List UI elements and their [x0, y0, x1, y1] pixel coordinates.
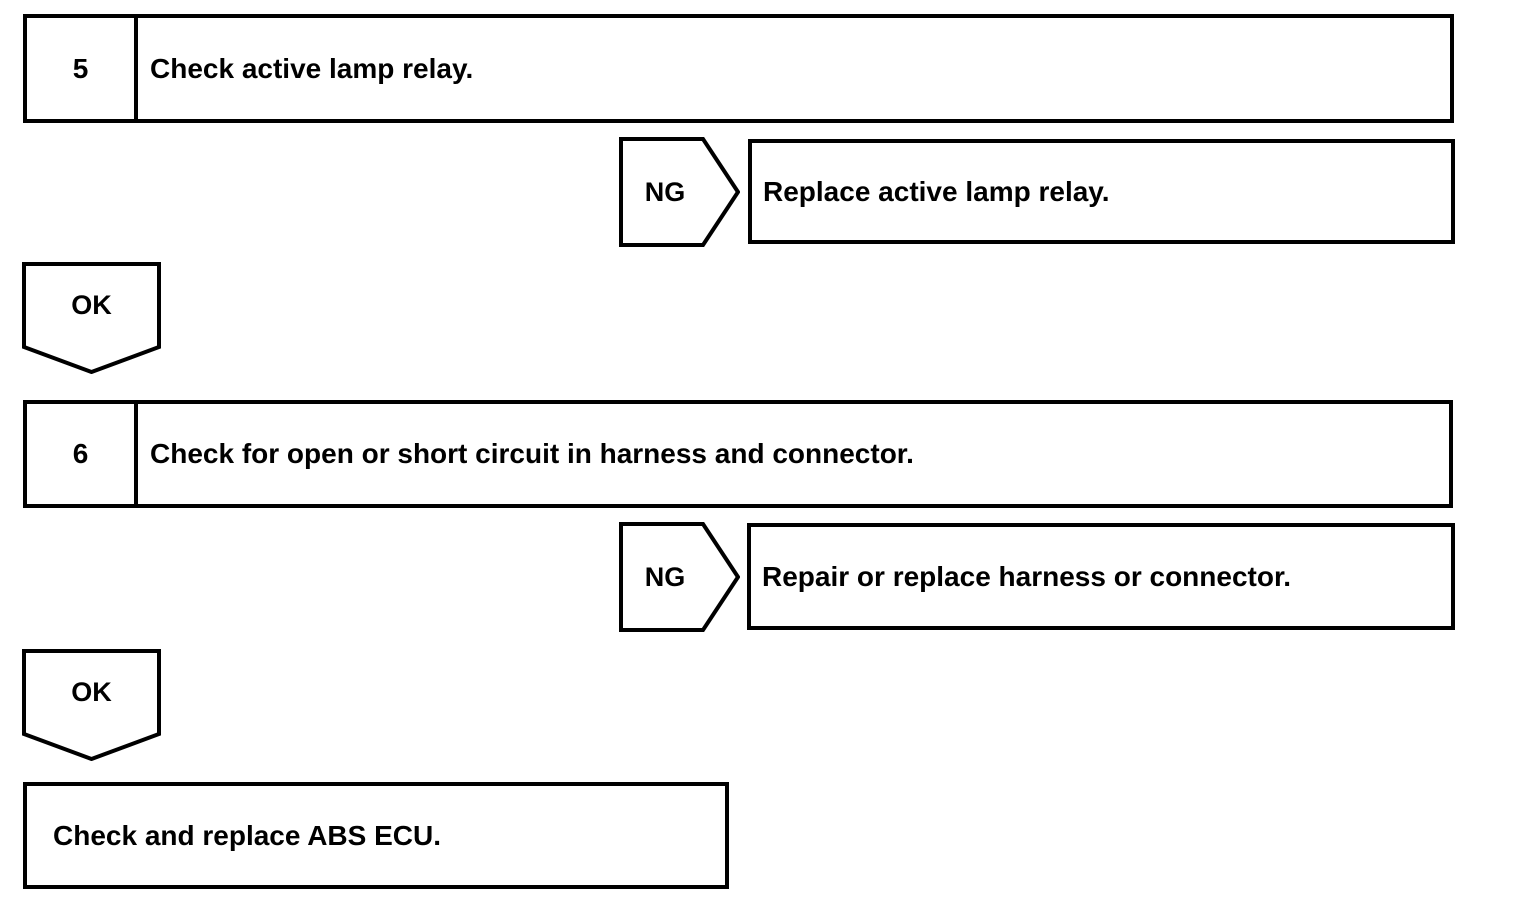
- ok-down-arrow-icon: [22, 649, 161, 761]
- step-6-instruction-cell: Check for open or short circuit in harne…: [138, 438, 1449, 470]
- step-6-number-cell: 6: [27, 404, 138, 504]
- ok-down-arrow-icon: [22, 262, 161, 374]
- step-5-box: 5 Check active lamp relay.: [23, 14, 1454, 123]
- ok-label: OK: [71, 677, 112, 707]
- ok-label: OK: [71, 290, 112, 320]
- final-action-text: Check and replace ABS ECU.: [53, 819, 441, 851]
- ng-action-text: Repair or replace harness or connector.: [762, 560, 1292, 592]
- step-5-instruction-cell: Check active lamp relay.: [138, 53, 1450, 85]
- ng-action-text: Replace active lamp relay.: [763, 175, 1110, 207]
- ng-right-arrow-icon: [619, 522, 740, 632]
- ng-action-box: Repair or replace harness or connector.: [747, 523, 1455, 630]
- ng-label: NG: [644, 561, 686, 592]
- step-6-number: 6: [72, 438, 89, 469]
- ng-action-box: Replace active lamp relay.: [748, 139, 1455, 244]
- step-6-box: 6 Check for open or short circuit in har…: [23, 400, 1453, 508]
- step-5-number: 5: [72, 52, 89, 84]
- ng-label: NG: [644, 176, 686, 207]
- ng-right-arrow-icon: [619, 137, 740, 247]
- step-6-instruction: Check for open or short circuit in harne…: [150, 438, 914, 469]
- step-5-number-cell: 5: [27, 18, 138, 119]
- final-action-box: Check and replace ABS ECU.: [23, 782, 729, 889]
- step-5-instruction: Check active lamp relay.: [150, 52, 474, 84]
